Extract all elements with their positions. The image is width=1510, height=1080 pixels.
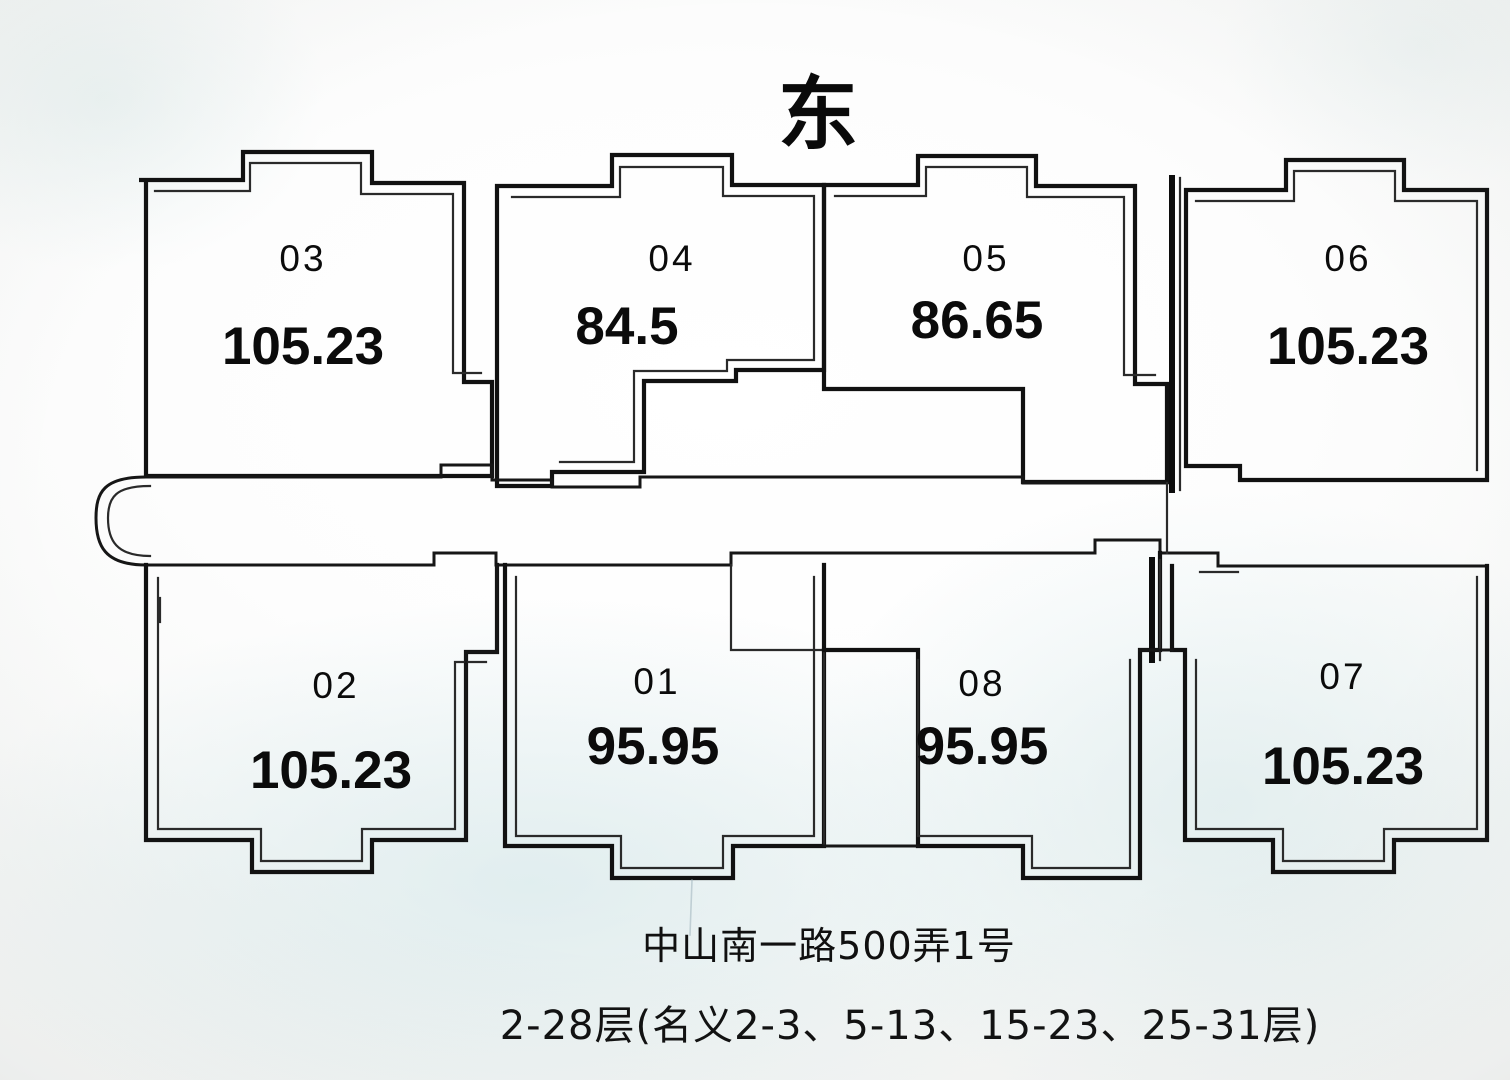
unit-03-outline <box>139 149 495 479</box>
unit-05-outline <box>821 153 1170 485</box>
unit-07-area: 105.23 <box>1261 737 1425 796</box>
unit-07-outline <box>1169 563 1490 875</box>
unit-01-number: 01 <box>633 661 681 702</box>
floor-range-caption: 2-28层(名义2-3、5-13、15-23、25-31层) <box>499 1003 1321 1049</box>
unit-01-area: 95.95 <box>586 717 720 776</box>
unit-04-outline <box>494 152 827 489</box>
unit-05-area: 86.65 <box>910 291 1044 350</box>
unit-01-inner-wall <box>514 575 816 870</box>
central-stem-wall <box>729 563 826 848</box>
compass-label-east: 东 <box>778 68 858 161</box>
unit-07-number: 07 <box>1319 656 1367 697</box>
corridor-lower-edge <box>144 538 1489 568</box>
unit-08-inner-wall <box>916 658 1132 870</box>
unit-06-area: 105.23 <box>1266 317 1430 376</box>
unit-05-number: 05 <box>962 238 1010 279</box>
unit-02-inner-wall <box>156 576 488 863</box>
unit-04-number: 04 <box>648 238 696 279</box>
pencil-stroke-caption <box>689 879 693 936</box>
corridor-rounded-end-inner <box>106 484 152 558</box>
unit-03-inner-wall <box>153 161 483 375</box>
unit-04-inner-wall <box>510 165 816 464</box>
address-caption: 中山南一路500弄1号 <box>642 924 1016 968</box>
unit-06-outline <box>1183 157 1490 483</box>
corridor-upper-edge <box>144 463 1169 489</box>
unit-08-number: 08 <box>958 663 1006 704</box>
unit-06-inner-wall <box>1194 169 1479 472</box>
unit-02-area: 105.23 <box>249 741 413 800</box>
unit-02-outline <box>143 562 500 875</box>
unit-07-inner-wall <box>1194 575 1479 863</box>
unit-03-area: 105.23 <box>221 317 385 376</box>
unit-03-number: 03 <box>279 238 327 279</box>
unit-08-area: 95.95 <box>915 717 1049 776</box>
unit-01-outline <box>502 562 827 881</box>
corridor-rounded-end <box>94 475 148 567</box>
party-wall-02-01 <box>464 563 499 842</box>
unit-06-number: 06 <box>1324 238 1372 279</box>
unit-04-area: 84.5 <box>575 297 679 356</box>
unit-02-number: 02 <box>312 665 360 706</box>
unit-05-inner-wall <box>833 165 1157 377</box>
